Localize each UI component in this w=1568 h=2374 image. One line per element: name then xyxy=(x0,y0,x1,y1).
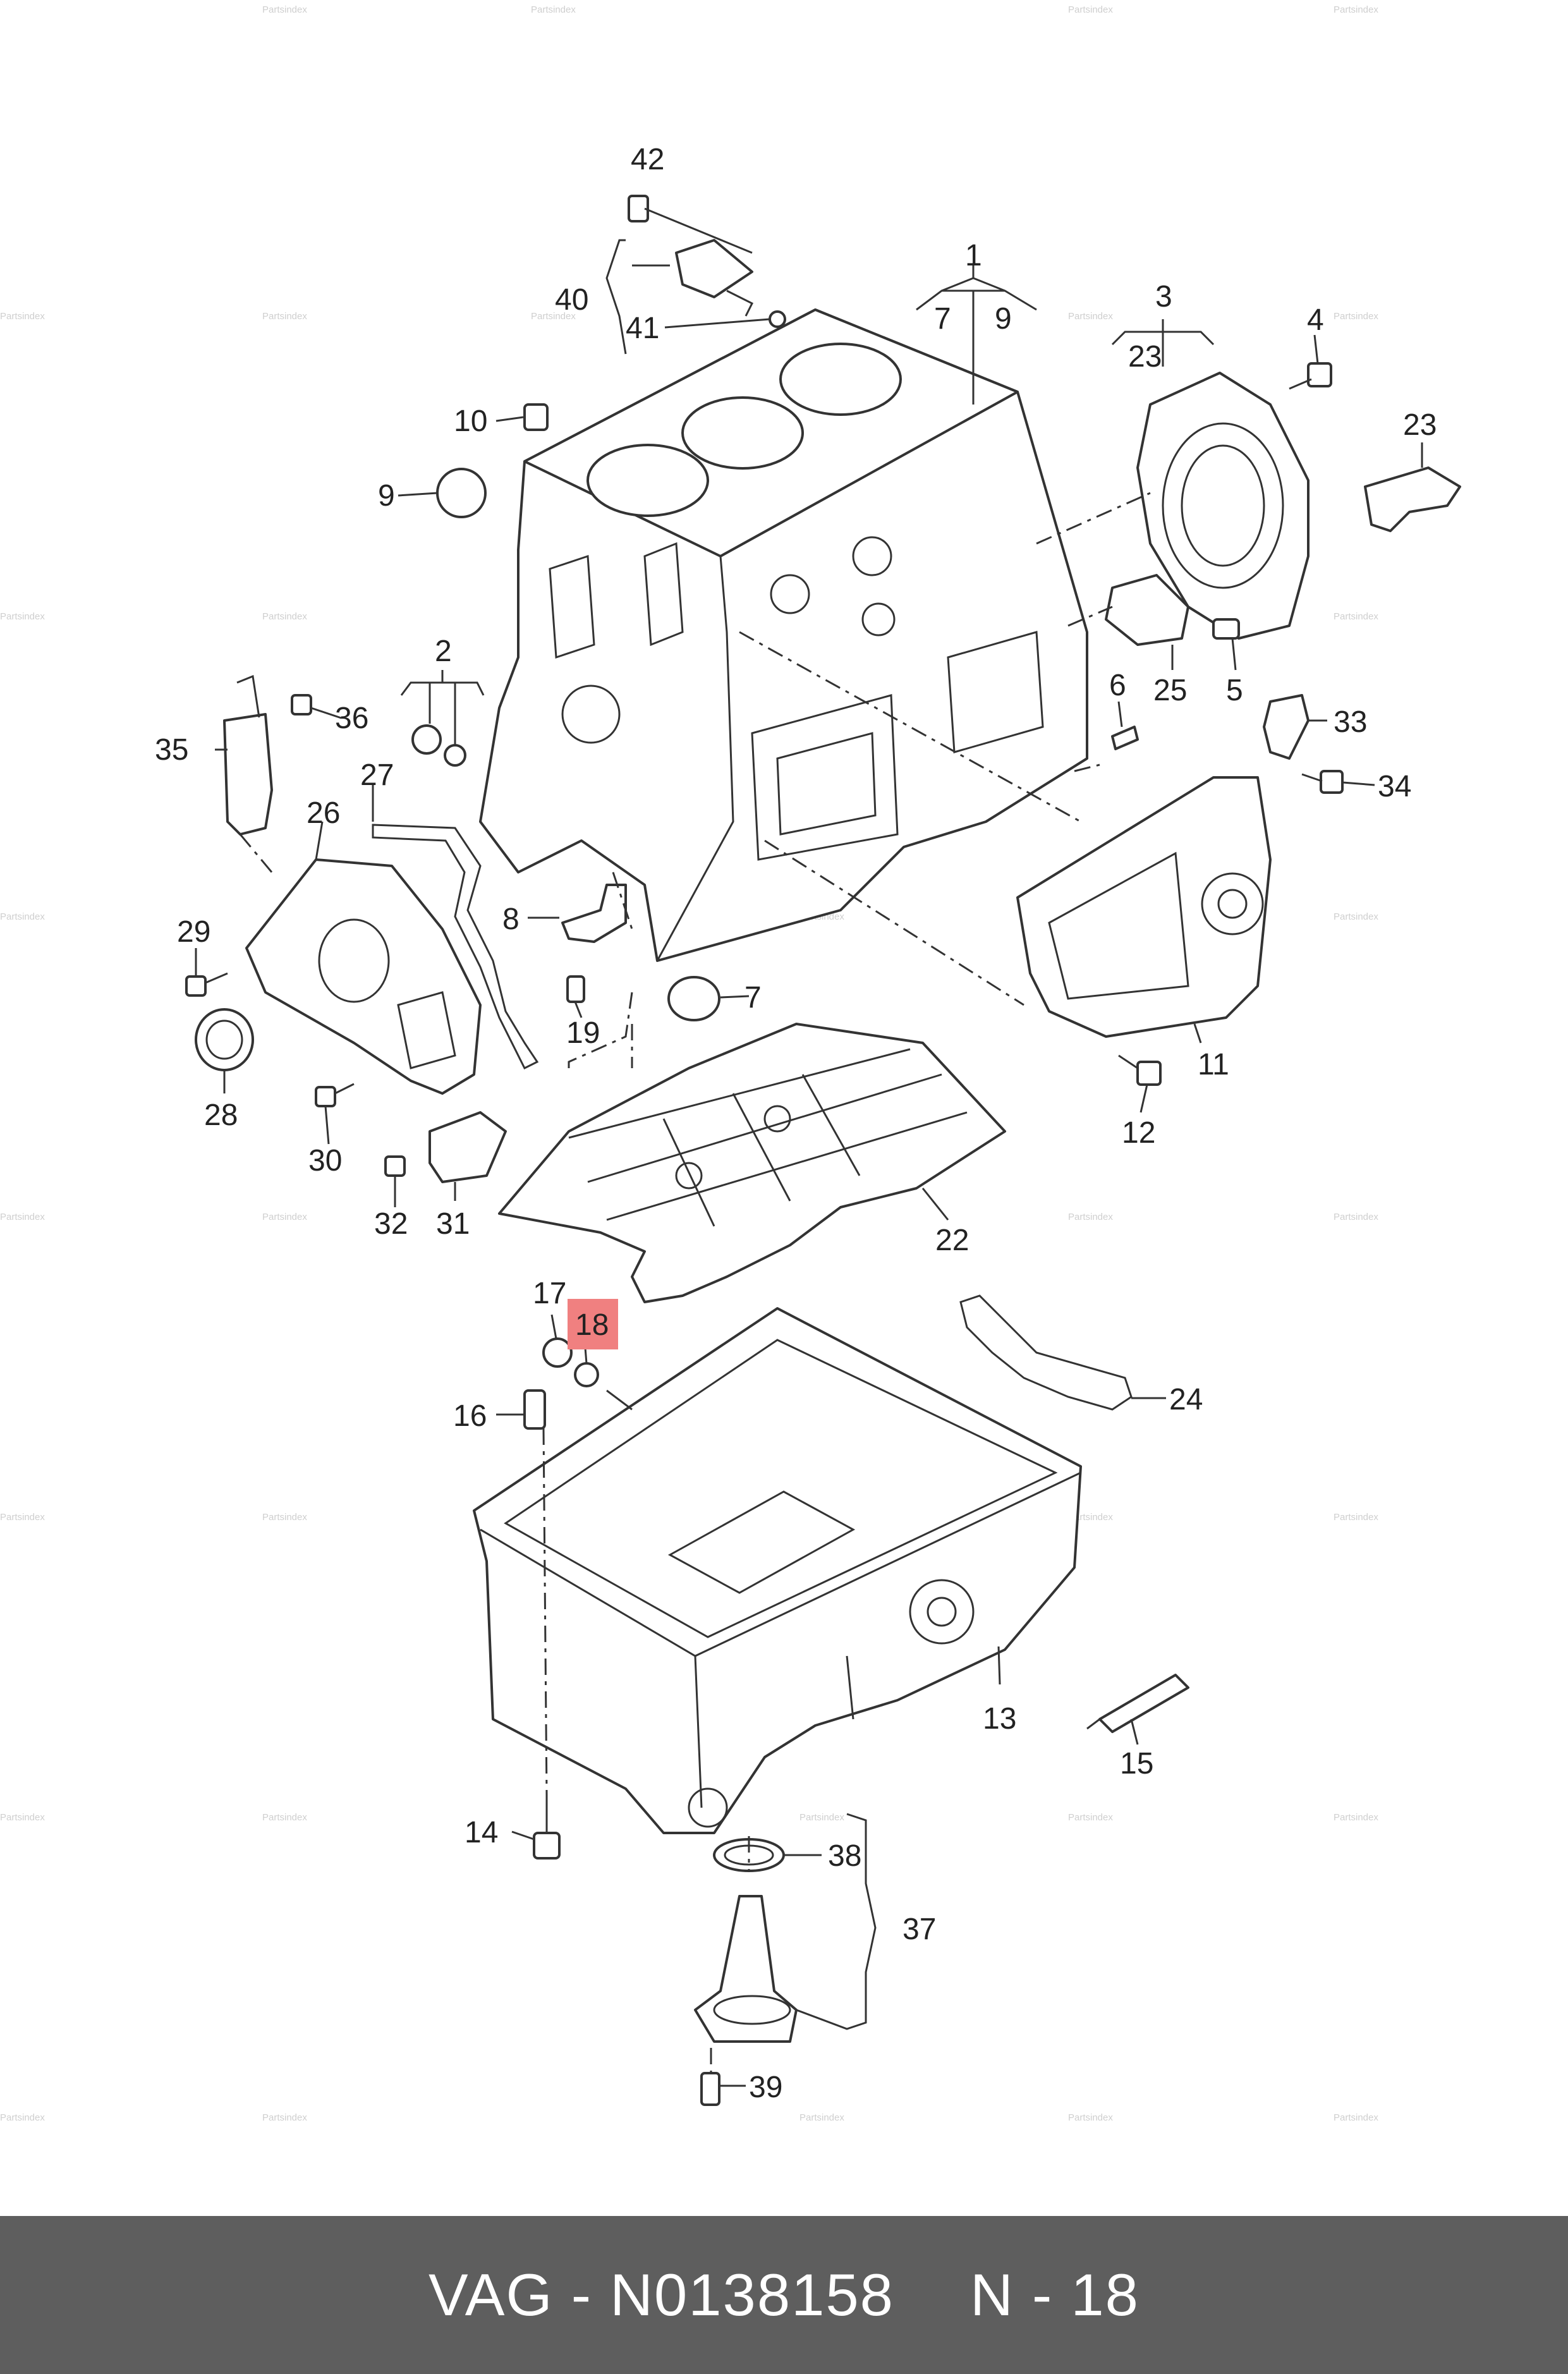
callout-23: 23 xyxy=(1128,340,1162,374)
callout-13: 13 xyxy=(983,1702,1016,1736)
callout-9: 9 xyxy=(995,302,1012,336)
watermark: Partsindex xyxy=(1334,311,1378,322)
brand-part-number: VAG - N0138158 xyxy=(428,2261,894,2328)
callout-9: 9 xyxy=(378,479,395,513)
callout-39: 39 xyxy=(749,2071,782,2104)
small-parts xyxy=(185,195,1461,2106)
watermark: Partsindex xyxy=(1068,2112,1113,2123)
callout-22: 22 xyxy=(935,1224,969,1257)
watermark: Partsindex xyxy=(0,1512,45,1523)
part-number-footer: VAG - N0138158 N - 18 xyxy=(0,2216,1568,2374)
watermark: Partsindex xyxy=(1334,1512,1378,1523)
callout-25: 25 xyxy=(1153,674,1187,707)
callout-11: 11 xyxy=(1198,1048,1229,1081)
watermark: Partsindex xyxy=(1068,1812,1113,1823)
callout-26: 26 xyxy=(307,796,340,830)
callout-1: 1 xyxy=(965,239,982,272)
callout-10: 10 xyxy=(454,405,487,438)
callout-19: 19 xyxy=(566,1016,600,1050)
watermark: Partsindex xyxy=(262,611,307,622)
parts-diagram: Partsindex Partsindex Partsindex Partsin… xyxy=(0,4,1461,2123)
watermark: Partsindex xyxy=(1334,1212,1378,1222)
callout-27: 27 xyxy=(360,758,394,792)
callout-28: 28 xyxy=(204,1099,238,1132)
callout-3: 3 xyxy=(1155,280,1172,313)
watermark: Partsindex xyxy=(1334,911,1378,922)
callout-31: 31 xyxy=(436,1207,470,1241)
callout-40: 40 xyxy=(555,283,588,317)
callout-6: 6 xyxy=(1109,669,1126,702)
callout-36: 36 xyxy=(335,702,368,735)
callout-30: 30 xyxy=(308,1144,342,1178)
watermark: Partsindex xyxy=(0,1812,45,1823)
callout-4: 4 xyxy=(1307,303,1324,337)
timing-cover xyxy=(1016,776,1272,1038)
watermark: Partsindex xyxy=(799,2112,844,2123)
callout-18: 18 xyxy=(575,1308,609,1342)
callout-7: 7 xyxy=(934,302,951,336)
assembly-lines xyxy=(239,492,1151,2073)
watermark: Partsindex xyxy=(531,4,576,15)
callout-38: 38 xyxy=(828,1839,861,1873)
callout-42: 42 xyxy=(631,143,664,176)
position-label: N - 18 xyxy=(969,2261,1140,2328)
callout-16: 16 xyxy=(453,1399,487,1433)
callout-37: 37 xyxy=(903,1913,936,1946)
watermark: Partsindex xyxy=(1334,1812,1378,1823)
watermark: Partsindex xyxy=(0,2112,45,2123)
front-cover xyxy=(245,858,482,1095)
callout-17: 17 xyxy=(533,1277,566,1310)
watermark: Partsindex xyxy=(0,1212,45,1222)
watermark: Partsindex xyxy=(262,1812,307,1823)
watermark: Partsindex xyxy=(1068,4,1113,15)
callout-29: 29 xyxy=(177,915,210,949)
watermark: Partsindex xyxy=(262,2112,307,2123)
callout-33: 33 xyxy=(1334,705,1367,739)
callout-14: 14 xyxy=(465,1816,498,1849)
rear-seal-flange xyxy=(1136,372,1310,640)
leader-lines xyxy=(195,239,1423,2087)
watermark: Partsindex xyxy=(1334,611,1378,622)
watermark: Partsindex xyxy=(0,611,45,622)
callout-12: 12 xyxy=(1122,1116,1155,1150)
callout-15: 15 xyxy=(1120,1747,1153,1780)
watermark: Partsindex xyxy=(799,1812,844,1823)
front-cover-gasket xyxy=(372,824,539,1070)
watermark: Partsindex xyxy=(0,311,45,322)
watermark: Partsindex xyxy=(531,311,576,322)
watermark: Partsindex xyxy=(262,1512,307,1523)
engine-block xyxy=(479,308,1088,962)
highlight-box-18 xyxy=(568,1299,618,1349)
watermark: Partsindex xyxy=(0,911,45,922)
watermark: Partsindex xyxy=(262,1212,307,1222)
watermark: Partsindex xyxy=(1068,311,1113,322)
callout-8: 8 xyxy=(502,903,520,936)
oil-pan xyxy=(473,1307,1082,1834)
callout-35: 35 xyxy=(155,733,188,767)
callouts: 42 40 41 1 7 9 3 23 4 23 10 9 25 5 6 2 3… xyxy=(155,143,1437,2104)
watermark: Partsindex xyxy=(1334,4,1378,15)
callout-7: 7 xyxy=(744,981,762,1014)
watermark: Partsindex xyxy=(262,311,307,322)
callout-32: 32 xyxy=(374,1207,408,1241)
callout-34: 34 xyxy=(1378,770,1411,803)
callout-24: 24 xyxy=(1169,1383,1203,1416)
watermark: Partsindex xyxy=(1068,1212,1113,1222)
baffle-plate xyxy=(498,1023,1006,1303)
callout-23: 23 xyxy=(1403,408,1437,442)
callout-2: 2 xyxy=(435,635,452,668)
watermark: Partsindex xyxy=(1068,1512,1113,1523)
watermark: Partsindex xyxy=(262,4,307,15)
callout-5: 5 xyxy=(1226,674,1243,707)
callout-41: 41 xyxy=(626,312,659,345)
watermark: Partsindex xyxy=(1334,2112,1378,2123)
